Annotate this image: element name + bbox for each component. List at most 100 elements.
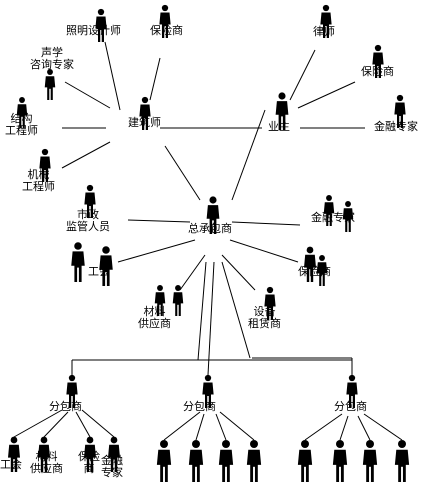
label-insurer-right: 保险商 [361, 65, 394, 78]
label-subcontractor-2: 分包商 [183, 400, 216, 413]
finance-mid-figure-2 [342, 201, 354, 232]
connector-line [195, 413, 205, 441]
equipment-line-2: 租赁商 [248, 317, 281, 330]
sub2-worker-2 [188, 440, 204, 482]
sub1-insurer-line-2: 商 [83, 462, 95, 475]
connector-line [163, 411, 201, 441]
connector-line [229, 239, 299, 263]
materials-figure-2 [172, 285, 184, 316]
finance-right-figure [394, 94, 406, 128]
structural-engineer-figure [16, 97, 28, 128]
connector-line [61, 141, 111, 169]
sub1-union-figure [8, 436, 20, 472]
connector-line [164, 145, 201, 201]
sub1-materials-figure [38, 436, 50, 472]
label-finance-right: 金融专家 [374, 120, 418, 133]
label-sub1-finance: 金融 专家 [101, 455, 123, 479]
connector-line [149, 57, 161, 101]
sub3-worker-2 [332, 440, 348, 482]
sub1-materials-line-2: 供应商 [30, 462, 63, 475]
subcontractor-2-figure [202, 374, 214, 408]
insurer-right-figure [372, 44, 384, 78]
label-finance-mid: 金融专家 [311, 211, 355, 224]
sub3-worker-3 [362, 440, 378, 482]
connector-line [179, 254, 206, 291]
sub3-worker-1 [297, 440, 313, 482]
sub1-insurer-line-1: 保险 [78, 450, 100, 463]
label-owner: 业主 [268, 120, 290, 133]
label-lighting-designer: 照明设计师 [66, 24, 121, 37]
connector-line [75, 411, 91, 438]
label-sub1-materials: 材料 供应商 [30, 451, 63, 475]
label-municipal-inspectors: 市政 监管人员 [66, 209, 110, 233]
materials-line-2: 供应商 [138, 317, 171, 330]
label-acoustic-consultant: 声学 咨询专家 [30, 47, 74, 71]
connector-line [289, 49, 316, 101]
connector-line [43, 411, 69, 438]
mechanical-line-1: 机械 [27, 168, 50, 181]
connector-line [197, 261, 207, 361]
municipal-inspector-figure [84, 184, 96, 218]
connector-lines [13, 41, 403, 441]
connector-line [117, 239, 196, 263]
materials-line-1: 材料 [143, 305, 166, 318]
insurer-mid-figure-2 [316, 255, 328, 286]
acoustic-line-1: 声学 [41, 46, 63, 59]
acoustic-line-2: 咨询专家 [30, 58, 74, 71]
sub1-materials-line-1: 材料 [35, 450, 58, 463]
person-figures [8, 4, 410, 482]
label-subcontractor-3: 分包商 [334, 400, 367, 413]
label-sub1-insurer: 保险 商 [78, 451, 100, 475]
label-architect: 建筑师 [128, 116, 161, 129]
sub2-worker-3 [218, 440, 234, 482]
lawyer-figure [320, 4, 332, 38]
connector-line [231, 109, 266, 201]
sub2-worker-1 [156, 440, 172, 482]
mechanical-engineer-figure [39, 148, 51, 182]
connector-line [104, 41, 121, 111]
label-subcontractor-1: 分包商 [49, 400, 82, 413]
municipal-line-1: 市政 [77, 208, 99, 221]
label-general-contractor: 总承包商 [188, 222, 232, 235]
connector-line [207, 261, 215, 376]
label-insurer-mid: 保险商 [298, 265, 331, 278]
lighting-designer-figure [95, 8, 107, 42]
label-mechanical-engineer: 机械 工程师 [22, 169, 55, 193]
sub1-finance-line-2: 专家 [101, 466, 123, 479]
connector-line [127, 219, 191, 223]
structural-line-2: 工程师 [5, 124, 38, 137]
connector-line [231, 221, 301, 226]
connector-line [221, 261, 251, 359]
acoustic-consultant-figure [44, 69, 56, 100]
materials-figure-1 [154, 285, 166, 316]
label-sub1-union: 工会 [0, 458, 22, 471]
connector-line [219, 411, 255, 441]
equipment-line-1: 设备 [253, 305, 276, 318]
connector-line [339, 415, 349, 441]
finance-mid-figure-1 [323, 195, 335, 226]
municipal-line-2: 监管人员 [66, 220, 110, 233]
connector-line [215, 413, 227, 441]
label-insurer-top: 保险商 [150, 24, 183, 37]
subcontractor-3-figure [346, 374, 358, 408]
connector-line [357, 415, 371, 441]
connector-line [304, 413, 343, 441]
structural-line-1: 结构 [10, 112, 33, 125]
label-lawyer: 律师 [313, 25, 335, 38]
connector-line [221, 254, 256, 291]
sub3-worker-4 [394, 440, 410, 482]
label-structural-engineer: 结构 工程师 [5, 113, 38, 137]
union-figure-1 [71, 242, 85, 282]
equipment-figure [264, 286, 276, 320]
mechanical-line-2: 工程师 [22, 180, 55, 193]
sub1-finance-figure [108, 436, 120, 472]
insurer-mid-figure-1 [304, 246, 316, 282]
subcontractor-1-figure [66, 374, 78, 408]
sub1-finance-line-1: 金融 [101, 454, 123, 467]
connector-line [297, 81, 356, 109]
label-materials-supplier: 材料 供应商 [138, 306, 171, 330]
insurer-top-figure [159, 4, 171, 38]
sub1-insurer-figure [84, 436, 96, 472]
label-union: 工会 [88, 265, 110, 278]
